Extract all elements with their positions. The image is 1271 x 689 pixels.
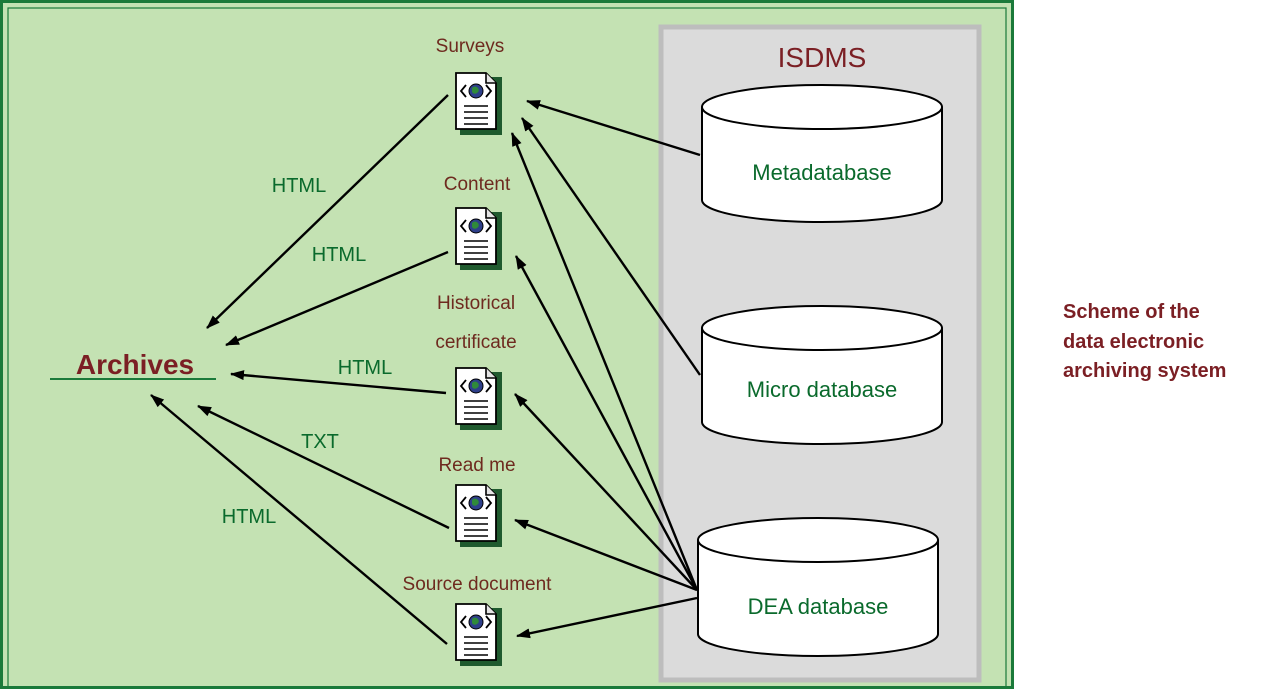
arrow-source-to-archives	[150, 394, 448, 645]
edge-label-html-content: HTML	[312, 244, 366, 266]
content-label: Content	[444, 174, 511, 195]
edge-label-html-historical: HTML	[338, 357, 392, 379]
historical-label: Historical	[437, 293, 515, 314]
arrow-metadatabase-to-surveys	[526, 99, 701, 157]
caption-line: archiving system	[1063, 360, 1227, 382]
read-me-label: Read me	[438, 455, 515, 476]
surveys-doc-icon	[455, 72, 503, 136]
arrow-content-to-archives	[225, 250, 449, 347]
arrow-microdb-to-surveys	[521, 117, 701, 376]
historical-certificate-doc-icon	[455, 367, 503, 431]
edge-label-txt-readme: TXT	[301, 431, 339, 453]
certificate-label: certificate	[435, 332, 516, 353]
main-panel-inner-border	[7, 7, 1007, 689]
caption-line: Scheme of the	[1063, 301, 1200, 323]
arrow-dea-to-source	[516, 596, 698, 639]
surveys-label: Surveys	[436, 36, 505, 57]
arrow-dea-to-readme	[514, 518, 698, 592]
isdms-title: ISDMS	[778, 42, 867, 73]
micro-database-label: Micro database	[747, 377, 897, 402]
diagram-caption: Scheme of the data electronic archiving …	[1063, 298, 1268, 387]
dea-database-label: DEA database	[748, 594, 889, 619]
doc-to-archives-arrows	[150, 94, 450, 645]
metadatabase-label: Metadatabase	[752, 160, 891, 185]
arrow-dea-to-surveys	[510, 132, 699, 591]
source-document-doc-icon	[455, 603, 503, 667]
archives-label: Archives	[76, 349, 194, 380]
arrow-dea-to-content	[514, 255, 699, 591]
source-document-label: Source document	[403, 574, 553, 595]
db-to-doc-arrows	[510, 99, 701, 639]
edge-label-html-surveys: HTML	[272, 175, 326, 197]
arrow-surveys-to-archives	[206, 94, 449, 329]
arrow-dea-to-historical	[514, 393, 698, 591]
arrow-historical-to-archives	[230, 370, 447, 395]
metadatabase-cylinder: Metadatabase	[701, 84, 943, 223]
arrow-readme-to-archives	[197, 404, 450, 530]
dea-database-cylinder: DEA database	[697, 517, 939, 657]
content-doc-icon	[455, 207, 503, 271]
micro-database-cylinder: Micro database	[701, 305, 943, 445]
read-me-doc-icon	[455, 484, 503, 548]
caption-line: data electronic	[1063, 330, 1205, 353]
edge-label-html-source: HTML	[222, 506, 276, 528]
